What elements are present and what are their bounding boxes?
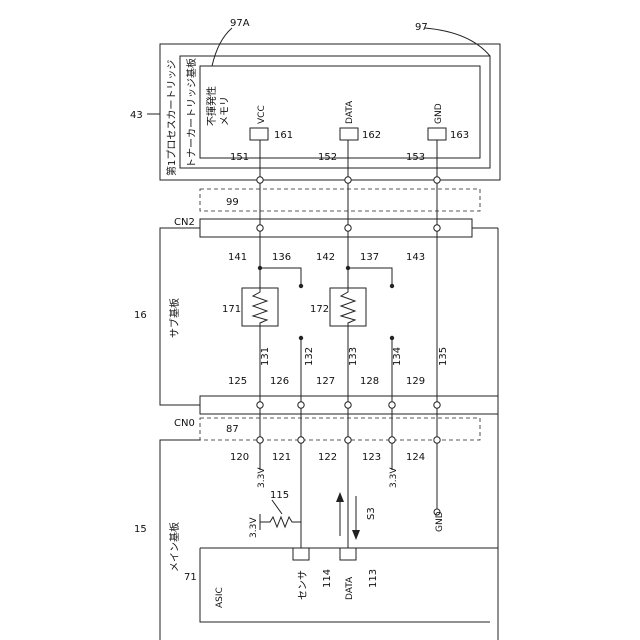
branch-136 (260, 268, 301, 285)
label-133: 133 (348, 347, 359, 366)
branch-137 (348, 268, 392, 285)
label-cn0: CN0 (174, 418, 195, 429)
label-97: 97 (415, 22, 428, 33)
leader-115 (272, 500, 282, 514)
label-129: 129 (406, 376, 425, 387)
label-143: 143 (406, 252, 425, 263)
label-114: 114 (322, 569, 333, 588)
label-127: 127 (316, 376, 335, 387)
label-121: 121 (272, 452, 291, 463)
label-15: 15 (134, 524, 147, 535)
label-131: 131 (260, 347, 271, 366)
label-162: 162 (362, 130, 381, 141)
label-136: 136 (272, 252, 291, 263)
junction-137 (346, 266, 350, 270)
region-99 (200, 189, 480, 211)
contact-upper-134 (390, 284, 394, 288)
label-cartridge: 第1プロセスカートリッジ (165, 60, 178, 176)
label-137: 137 (360, 252, 379, 263)
label-152: 152 (318, 152, 337, 163)
label-97a: 97A (230, 18, 250, 29)
contact-upper-132 (299, 284, 303, 288)
label-123: 123 (362, 452, 381, 463)
label-161: 161 (274, 130, 293, 141)
contact-lower-132 (299, 336, 303, 340)
label-memory-line2: メモリ (220, 96, 231, 126)
data-pin-asic (340, 548, 356, 560)
data-pin-memory (340, 128, 358, 140)
resistor-172 (330, 288, 366, 326)
gnd-pin (428, 128, 446, 140)
label-151: 151 (230, 152, 249, 163)
label-main-board: メイン基板 (168, 522, 181, 572)
label-16: 16 (134, 310, 147, 321)
vcc-pin (250, 128, 268, 140)
label-99: 99 (226, 197, 239, 208)
label-sensor: センサ (297, 570, 309, 600)
label-87: 87 (226, 424, 239, 435)
label-toner-board: トナーカートリッジ基板 (185, 58, 198, 168)
junction-136 (258, 266, 262, 270)
resistor-171 (242, 288, 278, 326)
sensor-pin (293, 548, 309, 560)
label-asic: ASIC (215, 587, 225, 608)
label-3v3-123: 3.3V (389, 467, 399, 488)
label-gnd-terminal: GND (435, 511, 445, 532)
label-171: 171 (222, 304, 241, 315)
label-135: 135 (438, 347, 449, 366)
label-124: 124 (406, 452, 425, 463)
label-153: 153 (406, 152, 425, 163)
label-3v3-120: 3.3V (257, 467, 267, 488)
label-71: 71 (184, 572, 197, 583)
label-3v3-supply: 3.3V (249, 517, 259, 538)
label-122: 122 (318, 452, 337, 463)
label-data-asic: DATA (345, 576, 355, 600)
label-115: 115 (270, 490, 289, 501)
label-sub-board: サブ基板 (168, 298, 181, 338)
label-126: 126 (270, 376, 289, 387)
label-gnd: GND (434, 103, 444, 124)
resistor-115 (260, 517, 301, 527)
label-142: 142 (316, 252, 335, 263)
label-cn2: CN2 (174, 217, 195, 228)
label-43: 43 (130, 110, 143, 121)
label-172: 172 (310, 304, 329, 315)
label-120: 120 (230, 452, 249, 463)
label-141: 141 (228, 252, 247, 263)
label-113: 113 (368, 569, 379, 588)
label-data: DATA (345, 100, 355, 124)
contact-lower-134 (390, 336, 394, 340)
label-134: 134 (392, 347, 403, 366)
label-163: 163 (450, 130, 469, 141)
label-132: 132 (304, 347, 315, 366)
label-s3: S3 (366, 507, 377, 520)
label-128: 128 (360, 376, 379, 387)
label-memory-line1: 不揮発性 (205, 86, 218, 126)
cn2-connector (200, 219, 472, 237)
label-vcc: VCC (257, 105, 267, 124)
label-125: 125 (228, 376, 247, 387)
